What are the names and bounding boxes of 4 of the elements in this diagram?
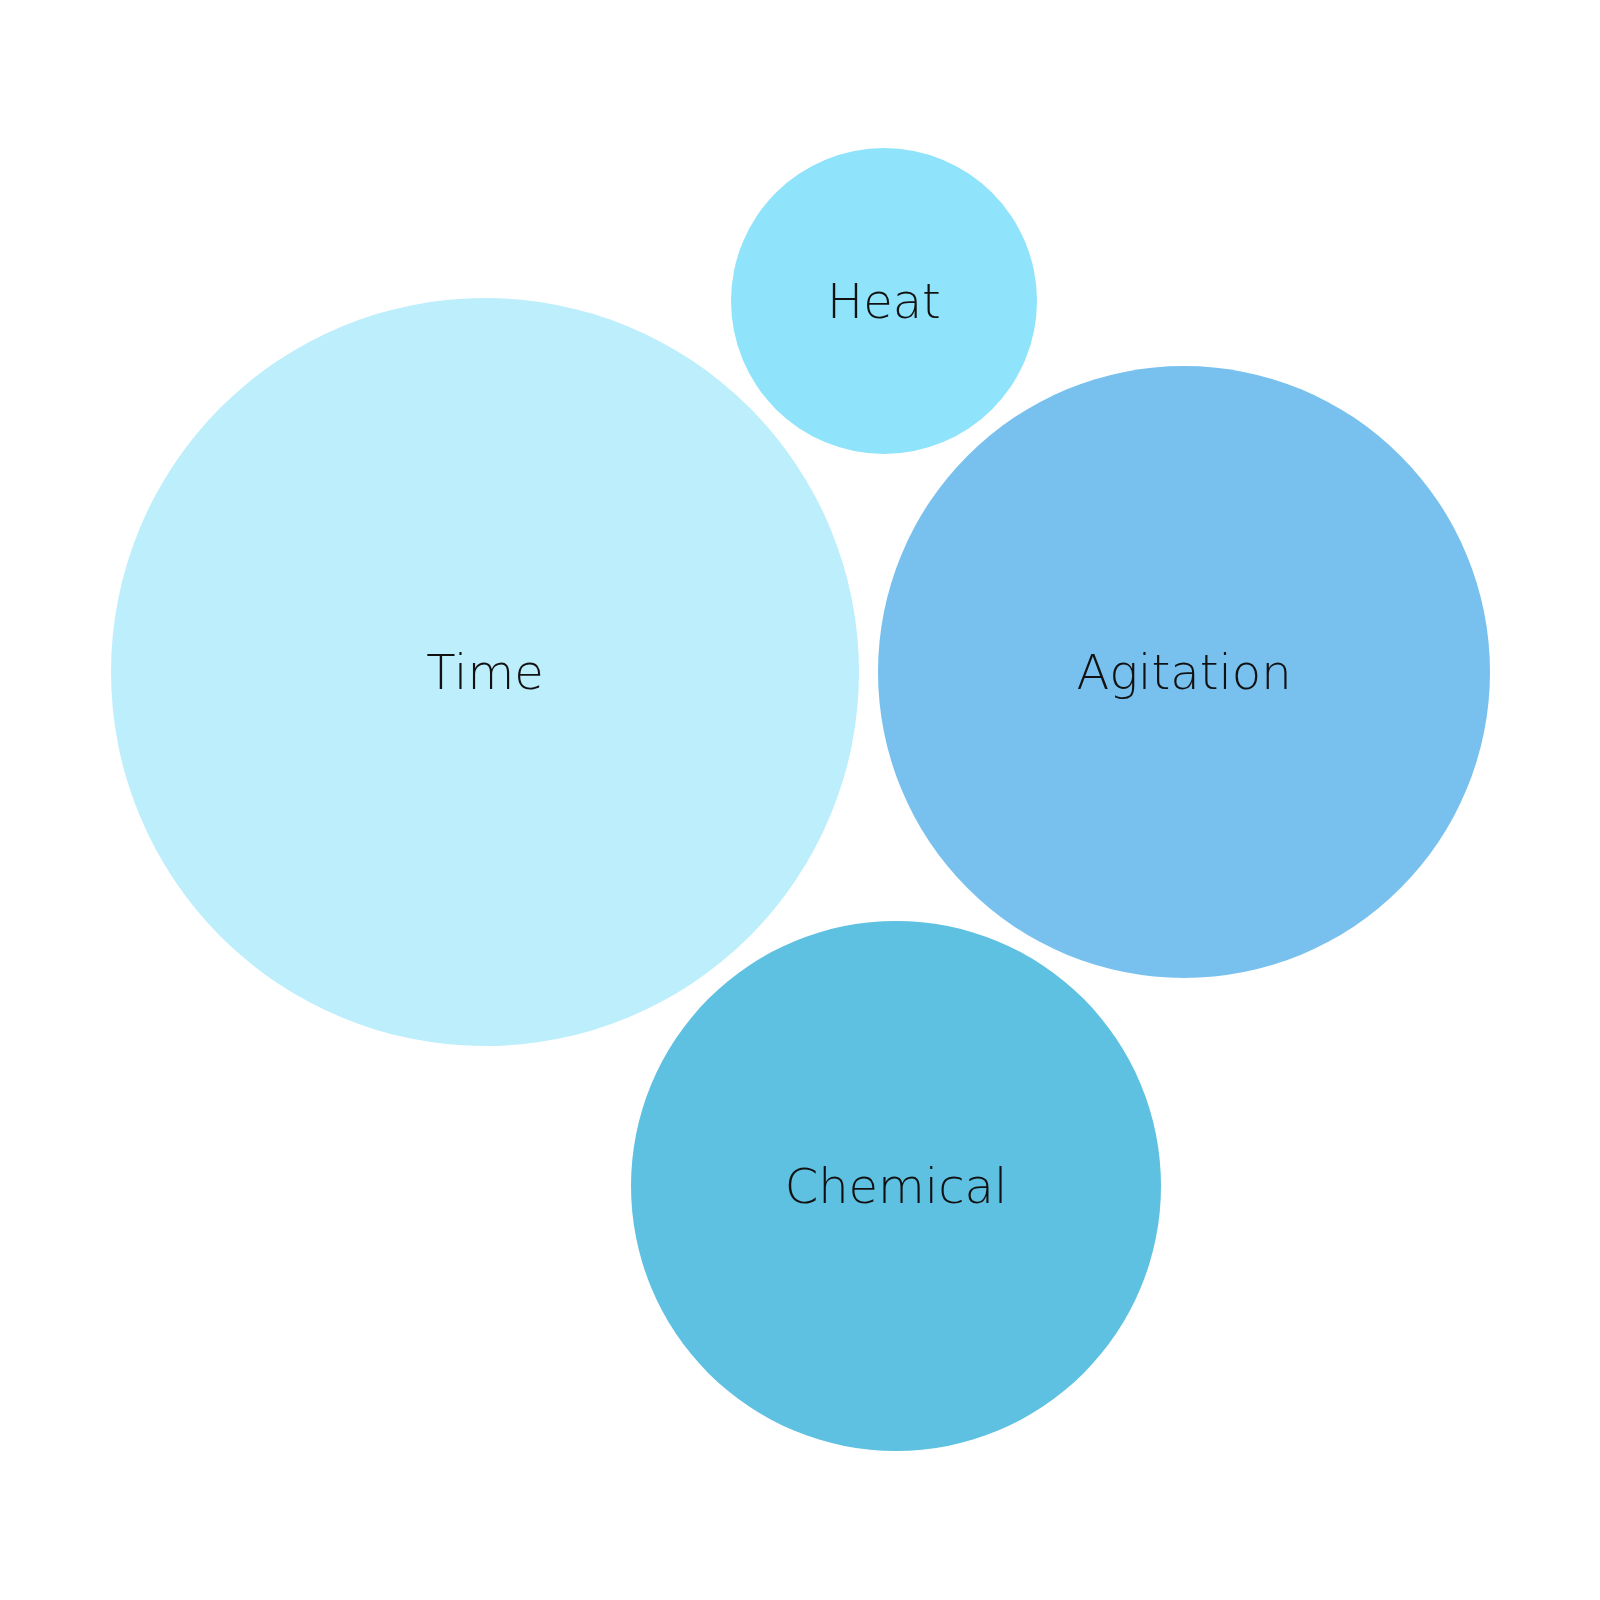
bubble-label: Chemical: [784, 1158, 1008, 1214]
bubble-label: Time: [426, 644, 544, 700]
bubble-label: Heat: [827, 273, 941, 329]
bubble-label: Agitation: [1076, 644, 1292, 700]
